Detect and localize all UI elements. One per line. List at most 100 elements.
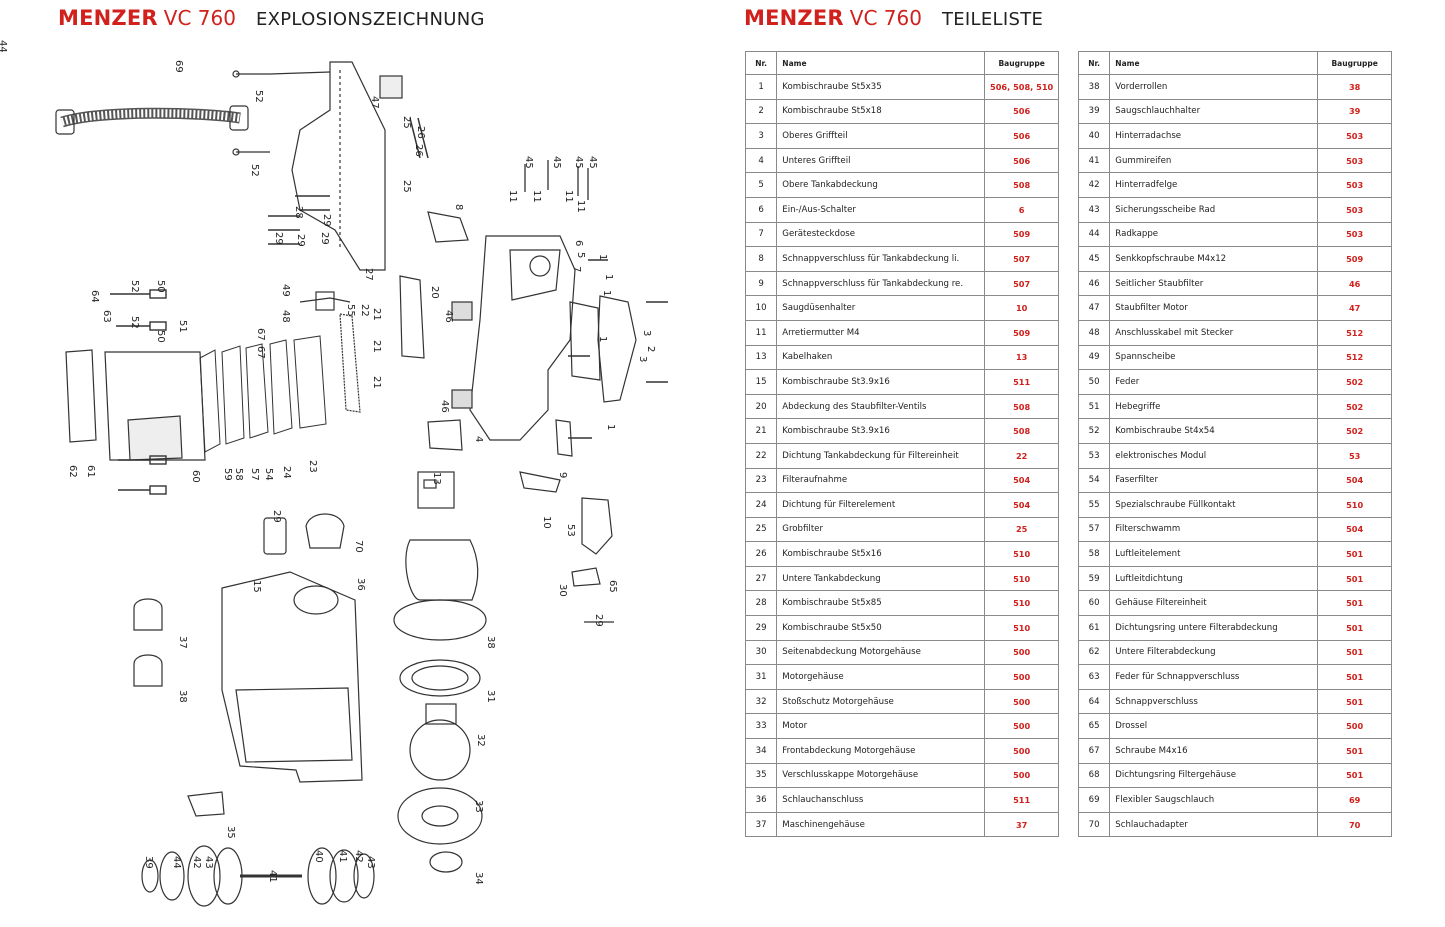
part-group-cell: 500 [984, 713, 1059, 740]
part-name-cell: Spannscheibe [1109, 344, 1319, 371]
callout-number: 62 [67, 465, 78, 478]
column-header-nr: Nr. [1077, 51, 1111, 75]
part-number-cell: 68 [1077, 762, 1111, 789]
part-number-cell: 27 [744, 565, 778, 592]
part-group-cell: 503 [1317, 196, 1392, 223]
part-group-cell: 501 [1317, 590, 1392, 617]
callout-number: 31 [485, 690, 496, 703]
part-group-cell: 506, 508, 510 [984, 74, 1059, 100]
part-number-cell: 31 [744, 664, 778, 690]
callout-number: 45 [523, 156, 534, 169]
part-name-cell: Dichtungsring untere Filterabdeckung [1109, 615, 1319, 641]
callout-number: 28 [293, 206, 304, 219]
part-number-cell: 53 [1077, 442, 1111, 469]
callout-number: 23 [307, 460, 318, 473]
part-name-cell: Gehäuse Filtereinheit [1109, 590, 1319, 617]
part-group-cell: 512 [1317, 344, 1392, 371]
part-name-cell: elektronisches Modul [1109, 442, 1319, 469]
callout-number: 45 [551, 156, 562, 169]
part-number-cell: 7 [744, 221, 778, 248]
drawing-header: MENZER VC 760 EXPLOSIONSZEICHNUNG [58, 6, 485, 30]
part-number-cell: 36 [744, 787, 778, 813]
callout-number: 27 [363, 268, 374, 281]
part-name-cell: Saugdüsenhalter [776, 295, 986, 321]
part-name-cell: Filteraufnahme [776, 467, 986, 494]
part-group-cell: 501 [1317, 615, 1392, 641]
callout-number: 50 [155, 330, 166, 343]
part-name-cell: Maschinengehäuse [776, 811, 986, 838]
callout-number: 35 [225, 826, 236, 839]
callout-number: 9 [557, 472, 568, 478]
part-name-cell: Schraube M4x16 [1109, 738, 1319, 764]
part-group-cell: 500 [984, 762, 1059, 789]
part-group-cell: 500 [984, 664, 1059, 690]
part-name-cell: Kombischraube St5x50 [776, 615, 986, 641]
part-name-cell: Flexibler Saugschlauch [1109, 787, 1319, 813]
part-group-cell: 510 [984, 541, 1059, 567]
part-number-cell: 4 [744, 147, 778, 174]
part-name-cell: Schlauchanschluss [776, 787, 986, 813]
drawing-linework [55, 61, 668, 907]
part-name-cell: Saugschlauchhalter [1109, 98, 1319, 125]
part-group-cell: 504 [1317, 516, 1392, 543]
part-number-cell: 1 [744, 74, 778, 100]
part-name-cell: Radkappe [1109, 221, 1319, 248]
part-group-cell: 502 [1317, 393, 1392, 420]
part-name-cell: Seitlicher Staubfilter [1109, 270, 1319, 297]
part-number-cell: 25 [744, 516, 778, 543]
part-group-cell: 6 [984, 196, 1059, 223]
part-number-cell: 26 [744, 541, 778, 567]
brand-logo: MENZER [58, 6, 158, 30]
part-number-cell: 23 [744, 467, 778, 494]
callout-number: 1 [597, 336, 608, 342]
callout-number: 44 [0, 40, 8, 53]
callout-number: 20 [429, 286, 440, 299]
callout-number: 11 [531, 190, 542, 203]
part-group-cell: 506 [984, 98, 1059, 125]
callout-number: 26 [415, 126, 426, 139]
part-group-cell: 47 [1317, 295, 1392, 321]
part-number-cell: 54 [1077, 467, 1111, 494]
part-number-cell: 47 [1077, 295, 1111, 321]
callout-number: 43 [203, 856, 214, 869]
part-group-cell: 69 [1317, 787, 1392, 813]
part-name-cell: Anschlusskabel mit Stecker [1109, 319, 1319, 346]
callout-number: 36 [355, 578, 366, 591]
part-name-cell: Drossel [1109, 713, 1319, 740]
part-number-cell: 34 [744, 738, 778, 764]
part-name-cell: Arretiermutter M4 [776, 319, 986, 346]
part-name-cell: Kombischraube St5x16 [776, 541, 986, 567]
section-title: TEILELISTE [941, 9, 1044, 30]
part-number-cell: 37 [744, 811, 778, 838]
part-group-cell: 506 [984, 147, 1059, 174]
part-number-cell: 65 [1077, 713, 1111, 740]
part-group-cell: 22 [984, 442, 1059, 469]
column-header-group: Baugruppe [984, 51, 1059, 75]
callout-number: 13 [431, 472, 442, 485]
part-name-cell: Stoßschutz Motorgehäuse [776, 688, 986, 715]
callout-number: 1 [601, 290, 612, 296]
section-title: EXPLOSIONSZEICHNUNG [255, 9, 485, 30]
part-number-cell: 13 [744, 344, 778, 371]
callout-number: 37 [177, 636, 188, 649]
